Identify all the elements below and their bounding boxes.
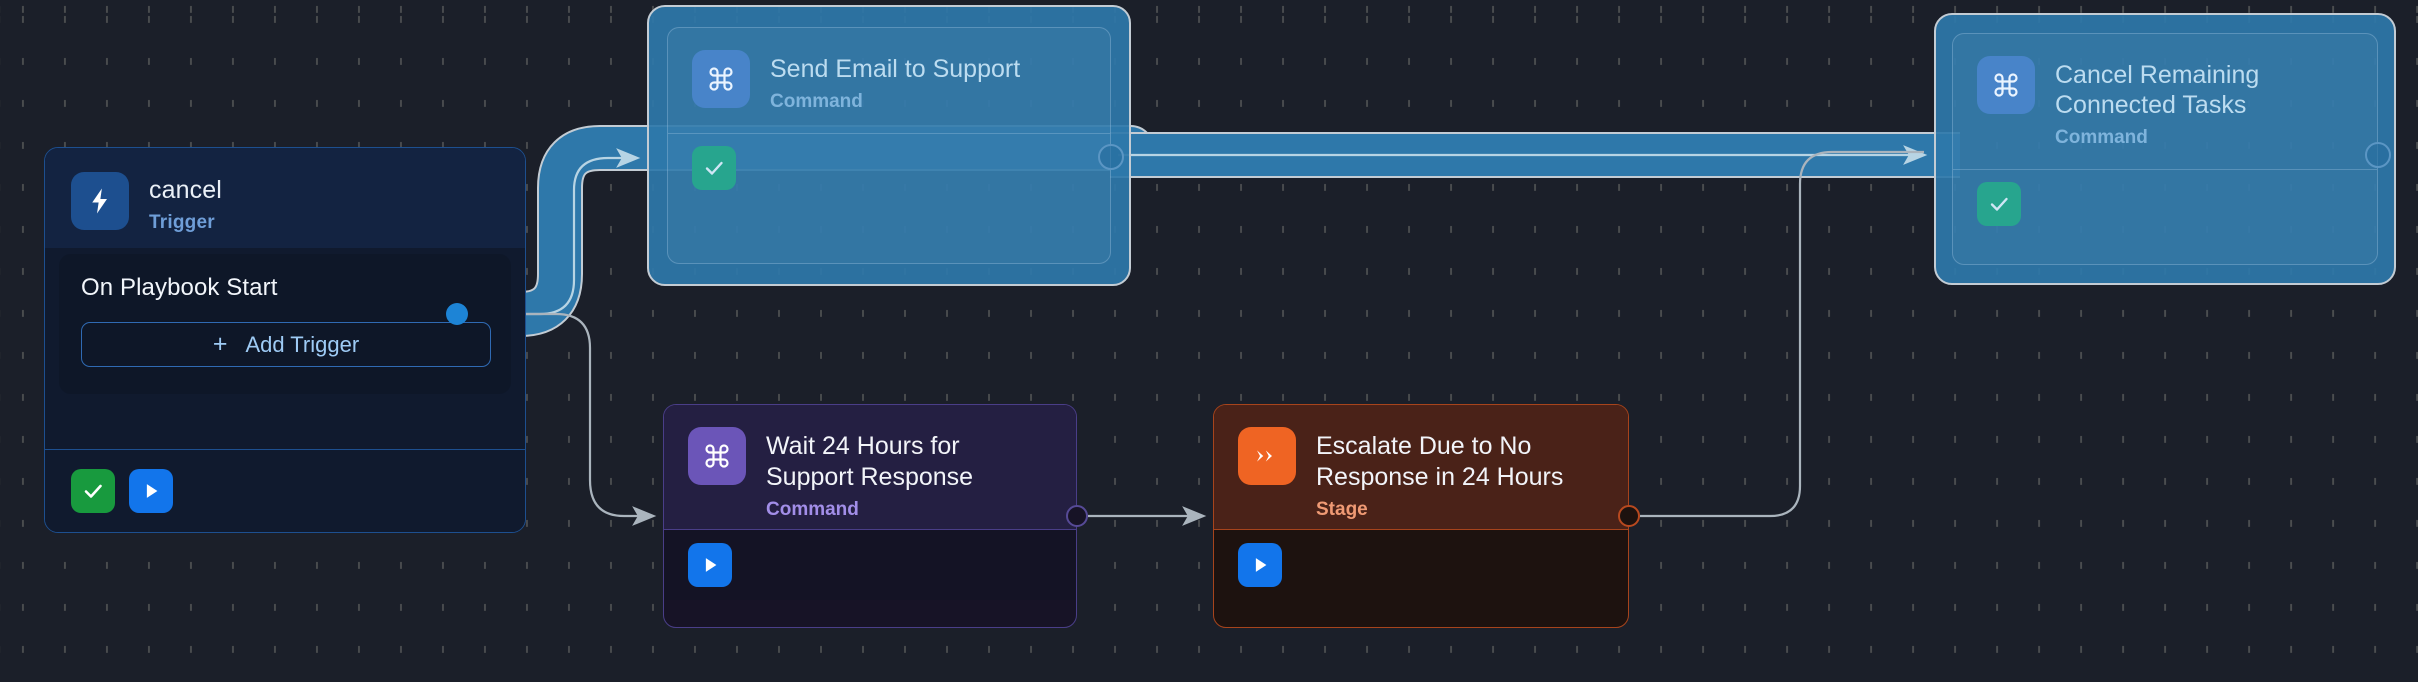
send-email-header: Send Email to Support Command — [668, 28, 1110, 133]
wait-footer — [664, 529, 1076, 600]
trigger-footer — [45, 449, 525, 532]
cancel-remaining-card: Cancel Remaining Connected Tasks Command — [1952, 33, 2378, 265]
escalate-footer — [1214, 529, 1628, 600]
node-title: cancel — [149, 176, 222, 204]
cancel-remaining-header: Cancel Remaining Connected Tasks Command — [1953, 34, 2377, 169]
play-icon[interactable] — [1238, 543, 1282, 587]
edge-trigger-to-wait — [458, 312, 657, 526]
check-icon[interactable] — [71, 469, 115, 513]
node-escalate-due-to-no-response[interactable]: Escalate Due to No Response in 24 Hours … — [1213, 404, 1629, 628]
check-icon[interactable] — [1977, 182, 2021, 226]
wait-header: Wait 24 Hours for Support Response Comma… — [664, 405, 1076, 529]
escalate-header: Escalate Due to No Response in 24 Hours … — [1214, 405, 1628, 529]
command-icon — [1977, 56, 2035, 114]
node-wait-24-hours[interactable]: Wait 24 Hours for Support Response Comma… — [663, 404, 1077, 628]
send-email-footer — [668, 134, 1110, 202]
node-cancel-remaining-connected-tasks[interactable]: Cancel Remaining Connected Tasks Command — [1934, 13, 2396, 285]
plus-icon: + — [212, 330, 228, 358]
card-divider — [668, 133, 1110, 134]
send-email-card: Send Email to Support Command — [667, 27, 1111, 264]
node-subtitle: Trigger — [149, 212, 215, 233]
add-trigger-button[interactable]: + Add Trigger — [81, 322, 491, 367]
wait-output-port[interactable] — [1066, 505, 1088, 527]
double-chevron-right-icon — [1238, 427, 1296, 485]
add-trigger-label: Add Trigger — [245, 331, 360, 357]
node-send-email-to-support[interactable]: Send Email to Support Command — [647, 5, 1131, 286]
card-divider — [1953, 169, 2377, 170]
command-icon — [688, 427, 746, 485]
trigger-body-panel: On Playbook Start + Add Trigger — [59, 254, 511, 394]
node-title: Send Email to Support — [770, 55, 1021, 83]
command-icon — [692, 50, 750, 108]
cancel-remaining-footer — [1953, 170, 2377, 238]
node-title: Wait 24 Hours for Support Response — [766, 432, 974, 491]
node-trigger-cancel[interactable]: cancel Trigger On Playbook Start + Add T… — [44, 147, 526, 533]
edge-trigger-to-send-email — [458, 148, 641, 316]
trigger-output-port[interactable] — [446, 303, 468, 325]
node-subtitle: Command — [770, 91, 863, 112]
node-subtitle: Stage — [1316, 499, 1368, 520]
trigger-header: cancel Trigger — [45, 148, 525, 248]
play-icon[interactable] — [688, 543, 732, 587]
play-icon[interactable] — [129, 469, 173, 513]
trigger-section-label: On Playbook Start — [81, 274, 278, 301]
node-title: Escalate Due to No Response in 24 Hours — [1316, 432, 1564, 491]
node-subtitle: Command — [766, 499, 859, 520]
node-title: Cancel Remaining Connected Tasks — [2055, 61, 2260, 119]
edge-escalate-to-cancel — [1640, 150, 1924, 518]
check-icon[interactable] — [692, 146, 736, 190]
node-subtitle: Command — [2055, 127, 2148, 148]
escalate-output-port[interactable] — [1618, 505, 1640, 527]
cancel-remaining-output-port[interactable] — [2365, 142, 2391, 168]
lightning-bolt-icon — [71, 172, 129, 230]
send-email-output-port[interactable] — [1098, 144, 1124, 170]
edge-highlight-trigger-to-send-email — [435, 125, 1154, 337]
